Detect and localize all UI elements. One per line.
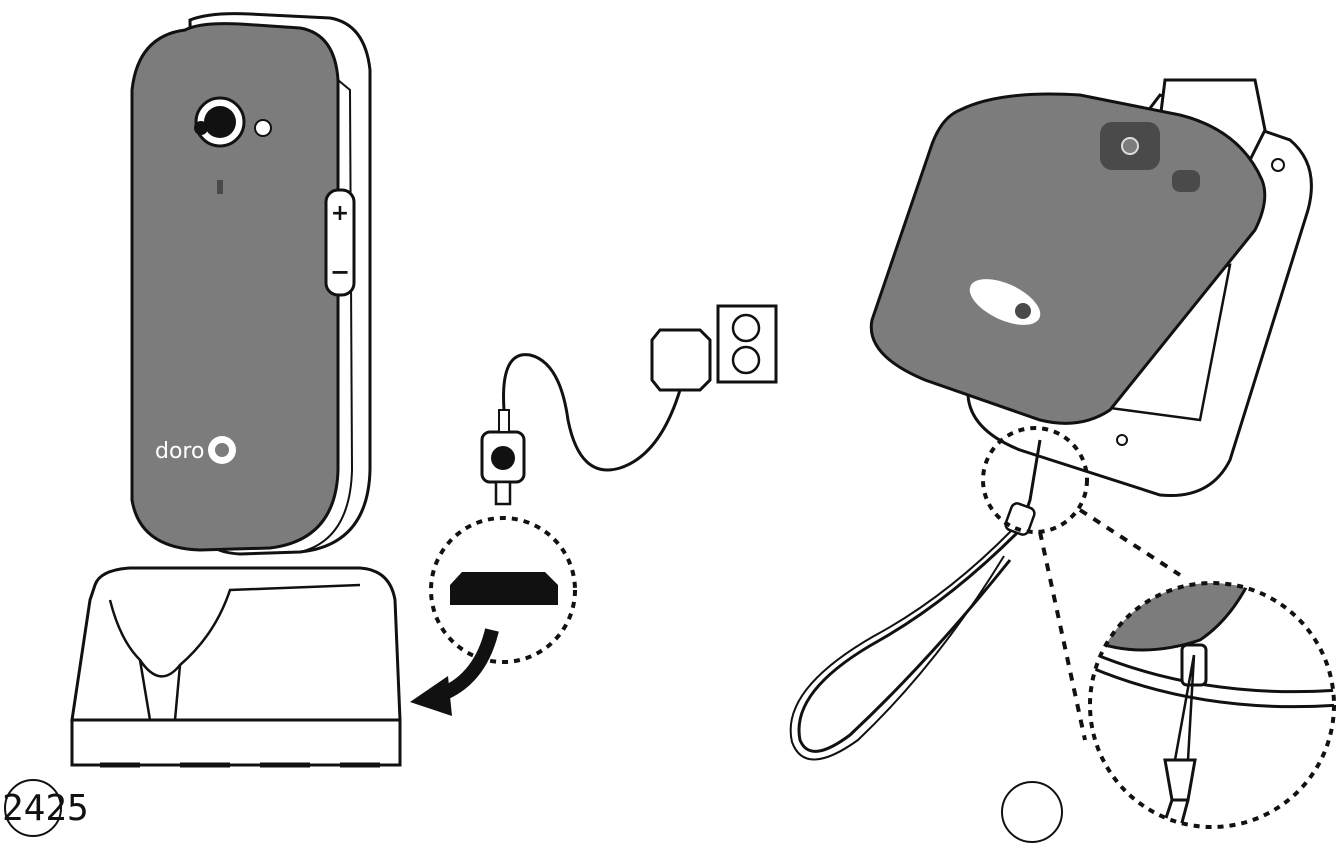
svg-text:doro: doro — [155, 439, 204, 464]
attachment-small-callout — [981, 426, 1089, 534]
callout-number-left: 2425 — [2, 779, 89, 837]
battery-cover-icon — [869, 92, 1267, 425]
callout-leader-line — [1038, 531, 1087, 741]
callout-leader-line — [1078, 508, 1182, 577]
charger-cable — [502, 353, 682, 472]
usb-plug-icon — [480, 409, 526, 506]
attachment-detail-callout — [1088, 581, 1336, 829]
curved-arrow-icon — [410, 628, 499, 716]
lanyard-strap-icon — [789, 439, 1042, 761]
svg-text:2425: 2425 — [2, 788, 89, 829]
wall-socket-icon — [650, 304, 778, 392]
svg-text:−: − — [330, 258, 350, 286]
brand-logo: doro — [155, 436, 236, 464]
charging-cradle-icon — [70, 566, 402, 768]
connector-detail-callout — [429, 516, 577, 664]
svg-text:+: + — [331, 201, 349, 226]
phone-back-icon: + − doro — [130, 12, 372, 556]
callout-number-right — [1001, 781, 1063, 843]
